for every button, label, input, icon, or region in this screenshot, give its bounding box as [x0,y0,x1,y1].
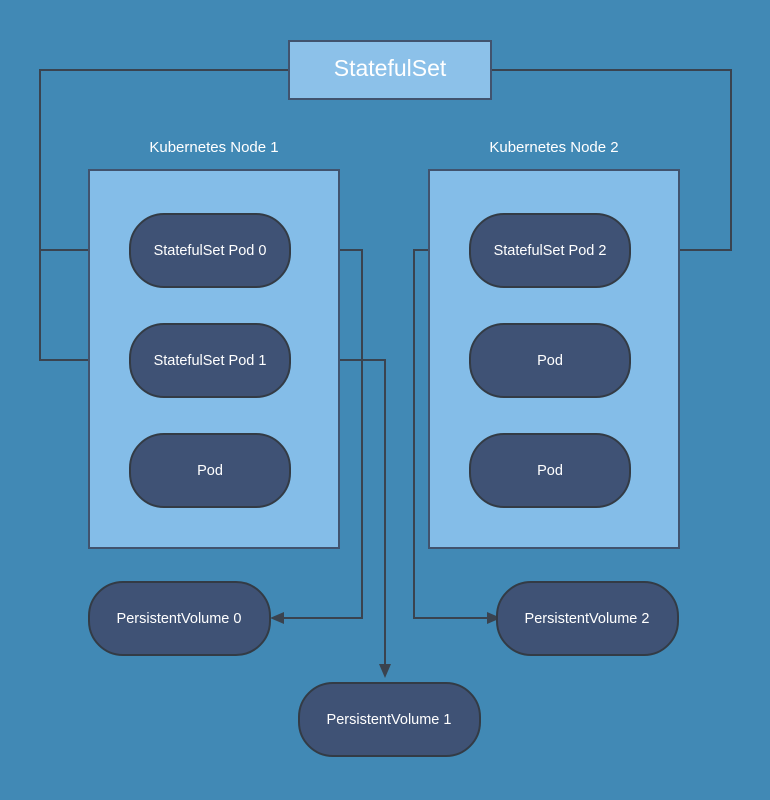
pod-plain-node2-b-shape [469,433,631,508]
pod-statefulset-pod-1[interactable]: StatefulSet Pod 1 [129,323,291,398]
persistent-volume-0-label: PersistentVolume 0 [117,611,242,627]
pod-plain-node2-a-label: Pod [537,353,563,369]
persistent-volume-1-shape [298,682,481,757]
persistent-volume-1[interactable]: PersistentVolume 1 [298,682,481,757]
pod-plain-node2-b-label: Pod [537,463,563,479]
kubernetes-node-1[interactable]: Kubernetes Node 1 StatefulSet Pod 0 Stat… [88,139,340,549]
edge-statefulset-to-pod0 [39,69,289,251]
arrowhead-pv0 [270,612,284,624]
pod-statefulset-pod-0[interactable]: StatefulSet Pod 0 [129,213,291,288]
pod-plain-node1[interactable]: Pod [129,433,291,508]
arrowhead-pv2 [487,612,501,624]
pod-statefulset-pod-2[interactable]: StatefulSet Pod 2 [469,213,631,288]
pod-plain-node2-a[interactable]: Pod [469,323,631,398]
arrowhead-pv1 [379,664,391,678]
statefulset-label: StatefulSet [334,55,447,81]
pod-plain-node2-b[interactable]: Pod [469,433,631,508]
pod-statefulset-pod-1-label: StatefulSet Pod 1 [154,353,267,369]
pod-statefulset-pod-0-shape [129,213,291,288]
statefulset-box[interactable]: StatefulSet [288,40,492,100]
persistent-volume-2-shape [496,581,679,656]
persistent-volume-2-label: PersistentVolume 2 [525,611,650,627]
pod-statefulset-pod-2-shape [469,213,631,288]
pod-plain-node1-label: Pod [197,463,223,479]
statefulset-box-rect [288,40,492,100]
edge-statefulset-to-pod2 [491,69,732,251]
pod-plain-node1-shape [129,433,291,508]
persistent-volume-0[interactable]: PersistentVolume 0 [88,581,271,656]
pod-statefulset-pod-1-shape [129,323,291,398]
persistent-volume-2[interactable]: PersistentVolume 2 [496,581,679,656]
persistent-volume-1-label: PersistentVolume 1 [327,712,452,728]
persistent-volume-0-shape [88,581,271,656]
node-1-title: Kubernetes Node 1 [149,139,278,156]
pod-plain-node2-a-shape [469,323,631,398]
node-2-title: Kubernetes Node 2 [489,139,618,156]
kubernetes-node-2[interactable]: Kubernetes Node 2 StatefulSet Pod 2 Pod … [428,139,680,549]
pod-statefulset-pod-2-label: StatefulSet Pod 2 [494,243,607,259]
pod-statefulset-pod-0-label: StatefulSet Pod 0 [154,243,267,259]
